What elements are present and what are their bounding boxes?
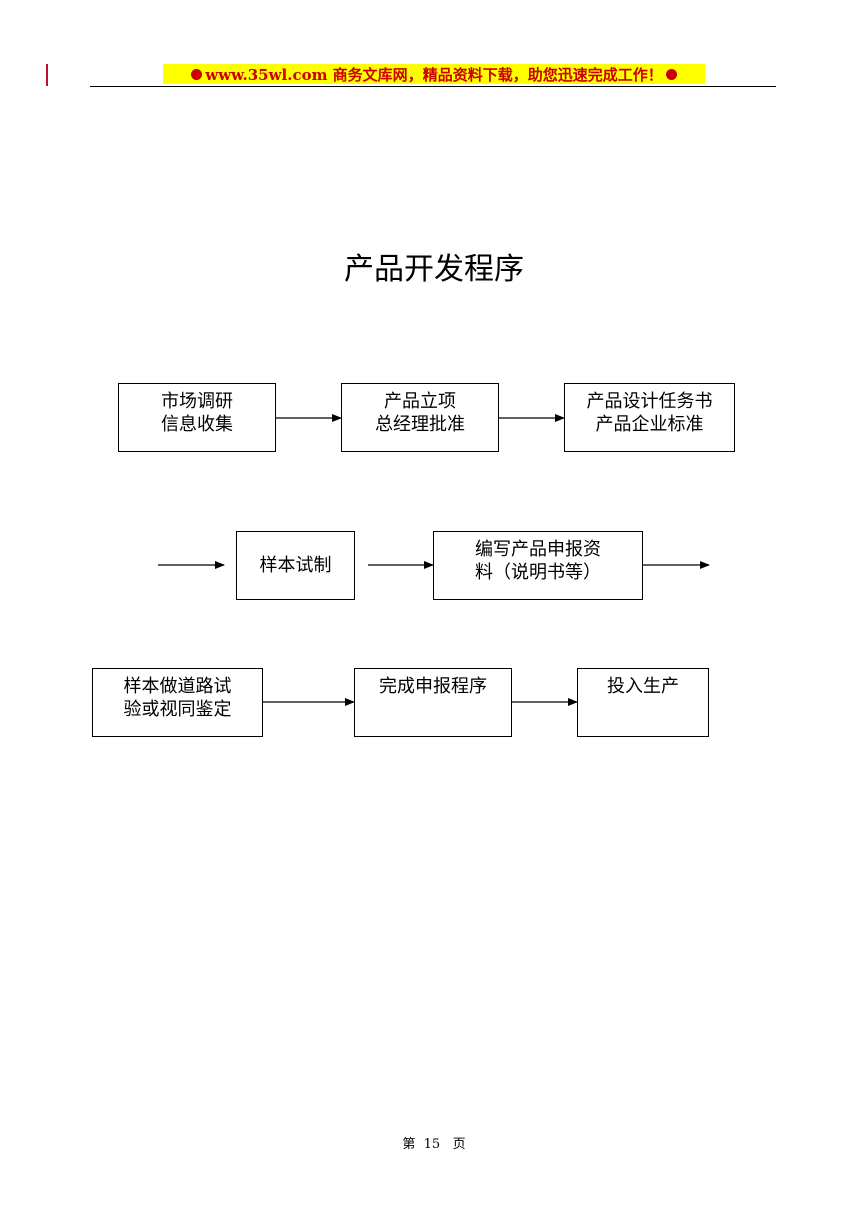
box-line: 产品设计任务书 xyxy=(586,391,713,412)
box-line: 料（说明书等） xyxy=(475,562,601,583)
box-line: 样本试制 xyxy=(259,555,332,576)
box-line: 信息收集 xyxy=(161,414,233,435)
bullet-icon xyxy=(191,68,203,80)
box-line: 样本做道路试 xyxy=(123,676,232,697)
header-banner[interactable]: www.35wl.com 商务文库网，精品资料下载，助您迅速完成工作！ xyxy=(163,64,705,84)
box-line: 编写产品申报资 xyxy=(475,539,601,560)
header-divider xyxy=(90,86,776,87)
flow-box-sample-trial: 样本试制 xyxy=(236,531,355,600)
box-line: 完成申报程序 xyxy=(379,676,487,697)
bullet-icon xyxy=(665,68,677,80)
box-line: 市场调研 xyxy=(161,391,233,412)
box-line: 产品企业标准 xyxy=(595,414,704,435)
box-line: 投入生产 xyxy=(607,676,679,697)
page-title: 产品开发程序 xyxy=(344,252,524,287)
box-line: 产品立项 xyxy=(384,391,456,412)
page-number: 第 15 页 xyxy=(402,1137,466,1152)
box-line: 总经理批准 xyxy=(375,414,465,435)
box-line: 验或视同鉴定 xyxy=(123,699,232,720)
flow-box-road-test: 样本做道路试 验或视同鉴定 xyxy=(92,668,263,737)
flow-box-market-research: 市场调研 信息收集 xyxy=(118,383,276,452)
header-banner-text: www.35wl.com 商务文库网，精品资料下载，助您迅速完成工作！ xyxy=(205,65,663,84)
flow-box-application-docs: 编写产品申报资 料（说明书等） xyxy=(433,531,643,600)
margin-mark xyxy=(46,64,48,86)
